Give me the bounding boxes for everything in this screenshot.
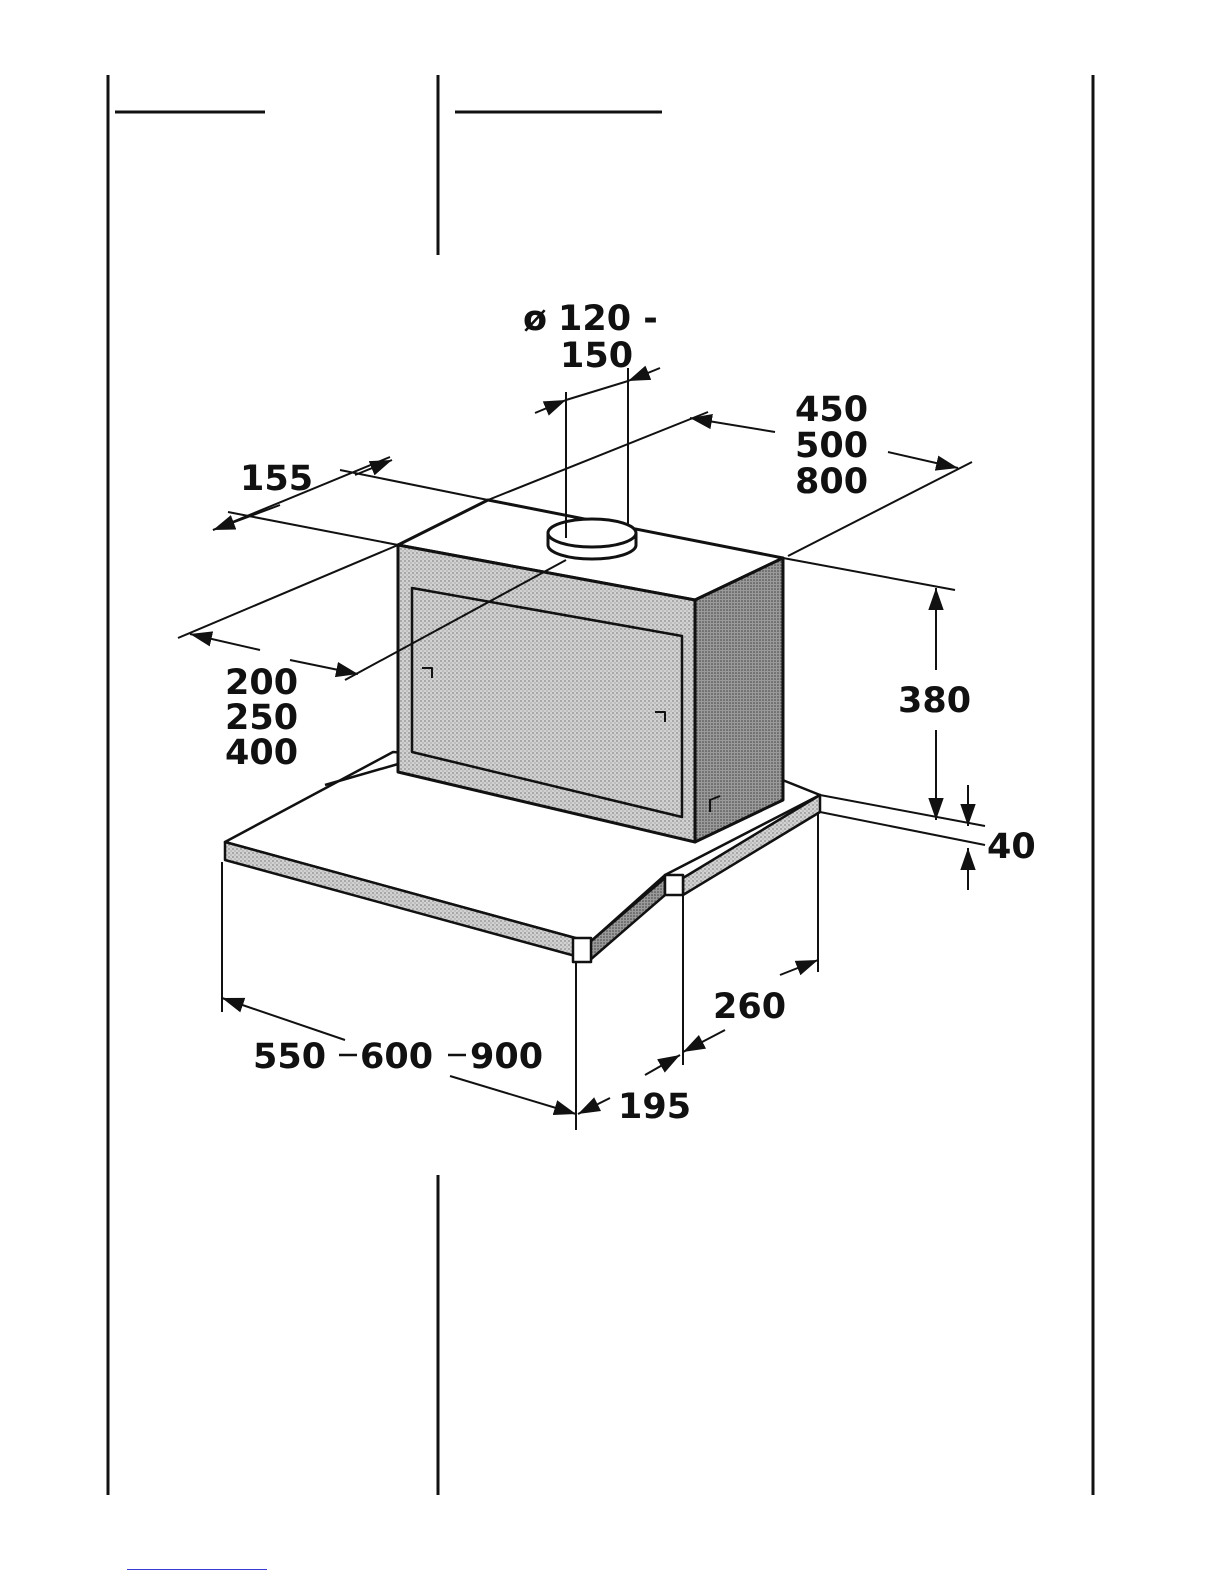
depth195-dim-a xyxy=(578,1098,610,1114)
depth-260-label: 260 xyxy=(713,987,786,1027)
duct-pos-ext-a xyxy=(178,545,398,638)
offset-ext-a xyxy=(340,470,488,500)
offset-dim-b xyxy=(213,505,280,530)
height-ext-top xyxy=(783,558,955,590)
width-top-1: 450 xyxy=(795,390,868,430)
bw-dim-a xyxy=(222,998,345,1040)
duct-pos-dim-b xyxy=(290,660,358,674)
duct-diameter-line2: 150 xyxy=(560,336,633,376)
collar-rim xyxy=(548,519,636,547)
panel-width-sep1: 600 xyxy=(360,1037,433,1077)
depth195-dim-b xyxy=(645,1055,680,1075)
bottom-link-underline xyxy=(127,1569,267,1570)
body-side-face xyxy=(695,558,783,842)
width-top-2: 500 xyxy=(795,426,868,466)
duct-diameter-symbol: ø xyxy=(523,299,547,339)
duct-dim-line xyxy=(535,400,566,413)
width-dim-b xyxy=(888,452,958,468)
duct-offset-2: 250 xyxy=(225,698,298,738)
back-offset-label: 155 xyxy=(240,459,313,499)
panel-front-cap xyxy=(573,938,591,962)
panel-h-ext xyxy=(820,812,985,845)
height-ext-bottom xyxy=(820,795,985,826)
offset-ext-c xyxy=(228,512,398,545)
depth-195-label: 195 xyxy=(618,1087,691,1127)
offset-dim-a xyxy=(355,460,392,475)
panel-width-sep2: 900 xyxy=(470,1037,543,1077)
body-height-label: 380 xyxy=(898,681,971,721)
duct-pos-dim xyxy=(190,634,260,650)
duct-collar xyxy=(548,519,636,559)
depth260-dim-b xyxy=(780,960,818,975)
duct-offset-3: 400 xyxy=(225,733,298,773)
duct-dim-join xyxy=(566,381,628,400)
panel-notch xyxy=(665,875,683,895)
panel-width-label: 550 xyxy=(253,1037,326,1077)
width-dim-a xyxy=(690,418,775,432)
bw-dim-b xyxy=(450,1076,576,1114)
duct-diameter-line1: 120 - xyxy=(558,299,658,339)
duct-offset-1: 200 xyxy=(225,663,298,703)
width-top-3: 800 xyxy=(795,462,868,502)
depth260-dim-a xyxy=(683,1030,725,1052)
width-ext-left xyxy=(488,412,708,500)
panel-height-label: 40 xyxy=(987,827,1036,867)
